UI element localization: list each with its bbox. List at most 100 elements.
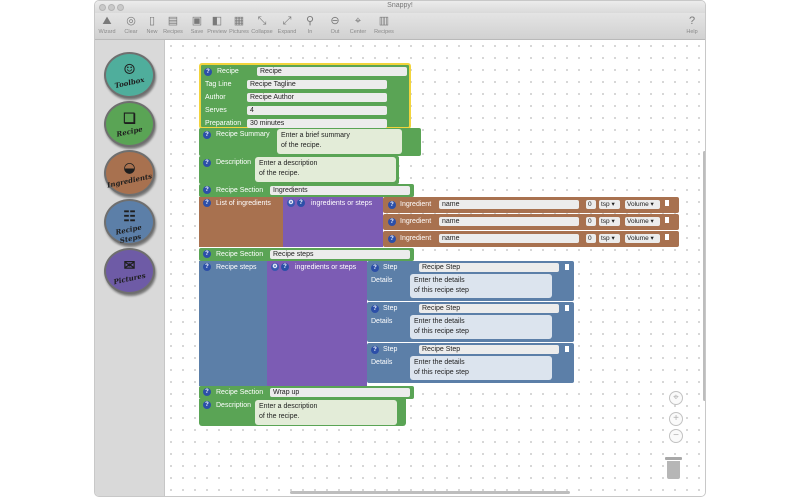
help-icon[interactable]: ? bbox=[203, 250, 211, 258]
ingredient-qty-field[interactable]: 0 bbox=[586, 234, 596, 243]
preparation-field[interactable]: 30 minutes bbox=[247, 119, 387, 128]
toolbar-clear-button[interactable]: ◎Clear bbox=[119, 14, 143, 36]
help-icon[interactable]: ? bbox=[371, 305, 379, 313]
toolbar-in-button[interactable]: ⚲In bbox=[298, 14, 322, 36]
toolbar-out-button[interactable]: ⊖Out bbox=[323, 14, 347, 36]
help-icon[interactable]: ? bbox=[371, 264, 379, 272]
help-icon[interactable]: ? bbox=[203, 131, 211, 139]
section-title-field[interactable]: Ingredients bbox=[270, 186, 410, 195]
unit-dropdown[interactable]: tsp ▾ bbox=[599, 234, 620, 243]
category-toolbox-button[interactable]: ☺Toolbox bbox=[104, 52, 155, 98]
help-icon[interactable]: ? bbox=[203, 159, 211, 167]
tagline-field[interactable]: Recipe Tagline bbox=[247, 80, 387, 89]
category-recipe-button[interactable]: ❏Recipe bbox=[104, 101, 155, 147]
connector-tab bbox=[565, 264, 569, 270]
toolbar-pictures-button[interactable]: ▦Pictures bbox=[227, 14, 251, 36]
step-title-field[interactable]: Recipe Step bbox=[419, 345, 559, 354]
toolbar-recipes-button[interactable]: ▤Recipes bbox=[161, 14, 185, 36]
help-icon[interactable]: ? bbox=[203, 199, 211, 207]
recipe-section-steps[interactable]: ? Recipe Section Recipe steps bbox=[199, 248, 414, 261]
toolbar-new-button[interactable]: ▯New bbox=[140, 14, 164, 36]
toolbar-recipes-button[interactable]: ▥Recipes bbox=[372, 14, 396, 36]
step-details-field[interactable]: Enter the details of this recipe step bbox=[410, 315, 552, 339]
description-block[interactable]: ? Description Enter a description of the… bbox=[199, 156, 399, 184]
step-title-field[interactable]: Recipe Step bbox=[419, 263, 559, 272]
ingredient-label: Ingredient bbox=[400, 201, 432, 208]
measure-type-dropdown[interactable]: Volume ▾ bbox=[625, 200, 660, 209]
measure-type-dropdown[interactable]: Volume ▾ bbox=[625, 234, 660, 243]
zoom-out-button[interactable]: − bbox=[669, 429, 683, 443]
toolbar-help-button[interactable]: ?Help bbox=[680, 14, 704, 36]
section-title-field[interactable]: Wrap up bbox=[270, 388, 410, 397]
toolbar-preview-button[interactable]: ◧Preview bbox=[205, 14, 229, 36]
ingredient-qty-field[interactable]: 0 bbox=[586, 200, 596, 209]
ingredients-list-block[interactable]: ? List of ingredients bbox=[199, 197, 283, 247]
ingredient-name-field[interactable]: name bbox=[439, 234, 579, 243]
recipe-section-wrapup[interactable]: ? Recipe Section Wrap up bbox=[199, 386, 414, 399]
description-wrapup-block[interactable]: ? Description Enter a description of the… bbox=[199, 399, 406, 426]
ingredients-or-steps-block[interactable]: ⚙ ? ingredients or steps bbox=[283, 197, 383, 247]
help-icon[interactable]: ? bbox=[204, 68, 212, 76]
toolbar-collapse-button[interactable]: ⤡Collapse bbox=[250, 14, 274, 36]
connector-tab bbox=[665, 217, 669, 223]
ingredient-name-field[interactable]: name bbox=[439, 217, 579, 226]
settings-icon[interactable]: ⚙ bbox=[271, 263, 279, 271]
recipe-steps-block[interactable]: ? Recipe steps bbox=[199, 261, 267, 386]
toolbar-center-button[interactable]: ⌖Center bbox=[346, 14, 370, 36]
description-field[interactable]: Enter a description of the recipe. bbox=[255, 400, 397, 425]
recipe-section-ingredients[interactable]: ? Recipe Section Ingredients bbox=[199, 184, 414, 197]
pictures-icon: ✉ bbox=[123, 258, 136, 274]
horizontal-scrollbar[interactable] bbox=[290, 491, 570, 494]
help-icon[interactable]: ? bbox=[203, 186, 211, 194]
help-icon[interactable]: ? bbox=[203, 263, 211, 271]
summary-field[interactable]: Enter a brief summary of the recipe. bbox=[277, 129, 402, 154]
zoom-window-button[interactable] bbox=[117, 4, 124, 11]
recipe-block[interactable]: ? Recipe Recipe Tag Line Recipe Tagline … bbox=[199, 63, 411, 129]
toolbar-save-button[interactable]: ▣Save bbox=[185, 14, 209, 36]
minimize-window-button[interactable] bbox=[108, 4, 115, 11]
help-icon[interactable]: ? bbox=[297, 199, 305, 207]
close-window-button[interactable] bbox=[99, 4, 106, 11]
measure-type-dropdown[interactable]: Volume ▾ bbox=[625, 217, 660, 226]
help-icon[interactable]: ? bbox=[281, 263, 289, 271]
serves-field[interactable]: 4 bbox=[247, 106, 387, 115]
trash-icon[interactable] bbox=[665, 457, 682, 479]
author-field[interactable]: Recipe Author bbox=[247, 93, 387, 102]
ingredient-name-field[interactable]: name bbox=[439, 200, 579, 209]
settings-icon[interactable]: ⚙ bbox=[287, 199, 295, 207]
toolbar-wizard-button[interactable]: ⛰Wizard bbox=[95, 14, 119, 36]
workspace[interactable]: ? Recipe Recipe Tag Line Recipe Tagline … bbox=[165, 40, 705, 496]
category-recipe-steps-button[interactable]: ☷Recipe Steps bbox=[104, 199, 155, 245]
step-title-field[interactable]: Recipe Step bbox=[419, 304, 559, 313]
help-icon[interactable]: ? bbox=[203, 401, 211, 409]
description-field[interactable]: Enter a description of the recipe. bbox=[255, 157, 396, 182]
help-icon[interactable]: ? bbox=[388, 218, 396, 226]
step-details-field[interactable]: Enter the details of this recipe step bbox=[410, 356, 552, 380]
unit-dropdown[interactable]: tsp ▾ bbox=[599, 200, 620, 209]
ingredient-qty-field[interactable]: 0 bbox=[586, 217, 596, 226]
help-icon[interactable]: ? bbox=[388, 235, 396, 243]
steps-ingredients-or-steps-block[interactable]: ⚙ ? ingredients or steps bbox=[267, 261, 367, 386]
category-pictures-button[interactable]: ✉Pictures bbox=[104, 248, 155, 294]
help-icon[interactable]: ? bbox=[388, 201, 396, 209]
help-icon[interactable]: ? bbox=[203, 388, 211, 396]
toolbar-label: New bbox=[146, 29, 158, 35]
help-icon[interactable]: ? bbox=[371, 346, 379, 354]
unit-dropdown[interactable]: tsp ▾ bbox=[599, 217, 620, 226]
recenter-button[interactable]: ⌖ bbox=[669, 391, 683, 405]
vertical-scrollbar[interactable] bbox=[703, 151, 705, 401]
section-title-field[interactable]: Recipe steps bbox=[270, 250, 410, 259]
step-details-field[interactable]: Enter the details of this recipe step bbox=[410, 274, 552, 298]
toolbar-expand-button[interactable]: ⤢Expand bbox=[275, 14, 299, 36]
recipe-summary-block[interactable]: ? Recipe Summary Enter a brief summary o… bbox=[199, 128, 421, 156]
description-label: Description bbox=[216, 402, 252, 409]
zoom-in-button[interactable]: + bbox=[669, 412, 683, 426]
recipe-name-field[interactable]: Recipe bbox=[257, 67, 407, 76]
category-ingredients-button[interactable]: ◒Ingredients bbox=[104, 150, 155, 196]
